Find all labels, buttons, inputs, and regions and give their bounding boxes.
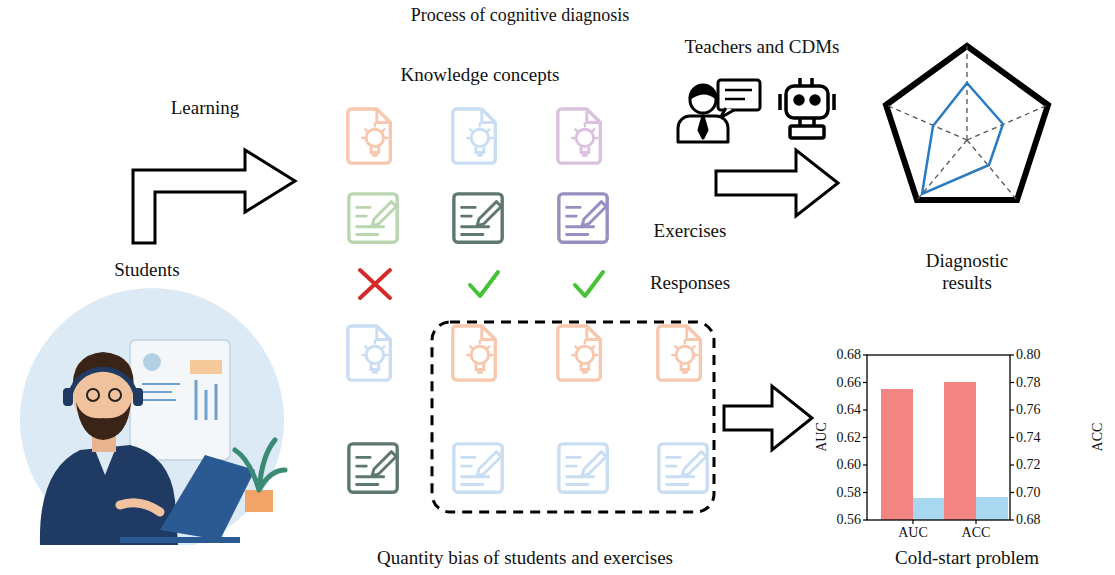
actor-label: Students — [114, 259, 179, 281]
teacher-icon — [678, 80, 760, 142]
result-label: Diagnostic results — [907, 250, 1027, 294]
axis-tick-mark — [863, 464, 867, 465]
axis-tick-left: 0.66 — [837, 374, 862, 390]
axis-tick-mark — [863, 492, 867, 493]
axis-tick-right: 0.72 — [1016, 457, 1041, 473]
axis-tick-right: 0.68 — [1016, 512, 1041, 528]
row-label: Responses — [650, 272, 730, 294]
axis-tick-left: 0.64 — [837, 402, 862, 418]
response-marks — [360, 270, 603, 298]
axis-tick-mark — [863, 409, 867, 410]
stage-label: Teachers and CDMs — [685, 36, 840, 58]
axis-tick-mark — [1010, 437, 1014, 438]
axis-tick-right: 0.78 — [1016, 374, 1041, 390]
axis-tick-mark — [975, 520, 976, 524]
dashed-group — [432, 322, 714, 512]
axis-tick-left: 0.68 — [837, 347, 862, 363]
robot-icon — [780, 78, 834, 138]
category-tick: AUC — [898, 525, 928, 541]
axis-tick-right: 0.70 — [1016, 484, 1041, 500]
student-illustration — [0, 288, 300, 575]
category-tick: ACC — [962, 525, 991, 541]
axis-tick-mark — [863, 519, 867, 520]
axis-tick-mark — [863, 382, 867, 383]
axis-tick-mark — [1010, 409, 1014, 410]
axis-title-right: ACC — [1090, 423, 1106, 452]
learning-arrow — [133, 150, 295, 243]
concept-icons — [348, 109, 601, 163]
axis-title-left: AUC — [814, 422, 830, 452]
axis-tick-left: 0.58 — [837, 484, 862, 500]
axis-tick-mark — [1010, 354, 1014, 355]
bias-caption: Quantity bias of students and exercises — [377, 547, 673, 569]
row-label: Exercises — [654, 220, 727, 242]
bias-icons — [348, 326, 707, 492]
axis-tick-left: 0.60 — [837, 457, 862, 473]
axis-tick-right: 0.80 — [1016, 347, 1041, 363]
figure-title: Process of cognitive diagnosis — [411, 5, 629, 26]
axis-tick-left: 0.62 — [837, 429, 862, 445]
radar-chart — [886, 46, 1048, 200]
axis-tick-mark — [863, 437, 867, 438]
bias-arrow — [724, 386, 812, 450]
axis-tick-mark — [1010, 492, 1014, 493]
exercise-icons — [349, 194, 607, 242]
chart-caption: Cold-start problem — [895, 547, 1039, 569]
axis-tick-left: 0.56 — [837, 512, 862, 528]
axis-tick-mark — [863, 354, 867, 355]
axis-tick-right: 0.76 — [1016, 402, 1041, 418]
stage-label: Knowledge concepts — [401, 64, 560, 86]
axis-tick-mark — [1010, 519, 1014, 520]
diagnosis-arrow — [716, 150, 838, 216]
axis-tick-mark — [1010, 464, 1014, 465]
bar-chart — [863, 355, 1014, 524]
axis-tick-right: 0.74 — [1016, 429, 1041, 445]
axis-tick-mark — [912, 520, 913, 524]
stage-label: Learning — [171, 97, 240, 119]
axis-tick-mark — [1010, 382, 1014, 383]
